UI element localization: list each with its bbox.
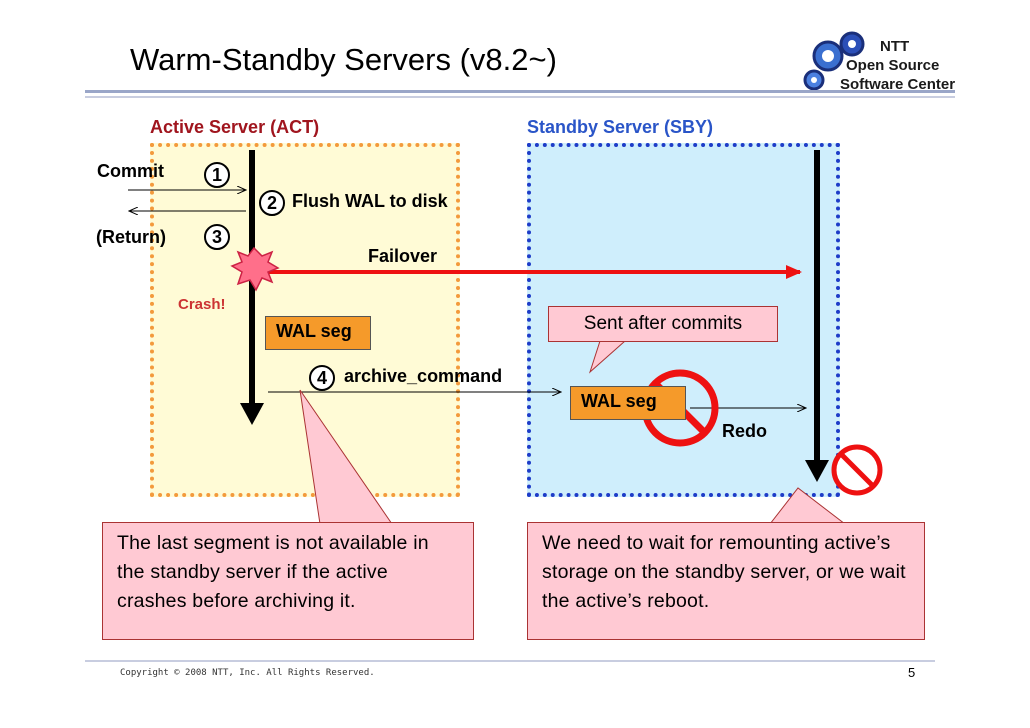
footer-copyright: Copyright © 2008 NTT, Inc. All Rights Re…: [120, 668, 375, 678]
left-callout-pointer: [299, 389, 393, 525]
left-callout: The last segment is not available in the…: [102, 522, 474, 640]
footer-rule: [85, 660, 935, 662]
standby-timeline-head: [805, 460, 829, 482]
flush-label: Flush WAL to disk: [292, 191, 448, 211]
header-rule-secondary: [85, 96, 955, 98]
right-callout: We need to wait for remounting active’s …: [527, 522, 925, 640]
logo-text-open-source: Open Source: [846, 57, 940, 74]
logo-text-software-center: Software Center: [840, 76, 956, 93]
return-label: (Return): [96, 227, 166, 247]
logo-circles-icon: [803, 31, 865, 91]
slide-title: Warm-Standby Servers (v8.2~): [130, 42, 557, 77]
archive-command-label: archive_command: [344, 366, 503, 386]
ntt-logo: [800, 30, 960, 100]
header-rule: [85, 90, 955, 93]
redo-label: Redo: [722, 421, 767, 441]
crash-starburst-icon: [230, 246, 280, 292]
logo-text-ntt: NTT: [880, 38, 910, 55]
step-4-badge: 4: [309, 365, 335, 391]
right-callout-pointer: [768, 487, 847, 525]
page-number: 5: [908, 665, 916, 680]
step-2-badge: 2: [259, 190, 285, 216]
step-1-badge: 1: [204, 162, 230, 188]
sent-callout-pointer: [588, 340, 627, 374]
commit-label: Commit: [97, 161, 164, 181]
step-3-badge: 3: [204, 224, 230, 250]
standby-server-label: Standby Server (SBY): [527, 117, 714, 137]
active-server-label: Active Server (ACT): [150, 117, 320, 137]
sent-after-commits-callout: Sent after commits: [548, 306, 778, 342]
wal-seg-standby: WAL seg: [570, 386, 686, 420]
crash-label: Crash!: [178, 296, 226, 313]
active-timeline-head: [240, 403, 264, 425]
wal-seg-active: WAL seg: [265, 316, 371, 350]
failover-label: Failover: [368, 246, 438, 266]
